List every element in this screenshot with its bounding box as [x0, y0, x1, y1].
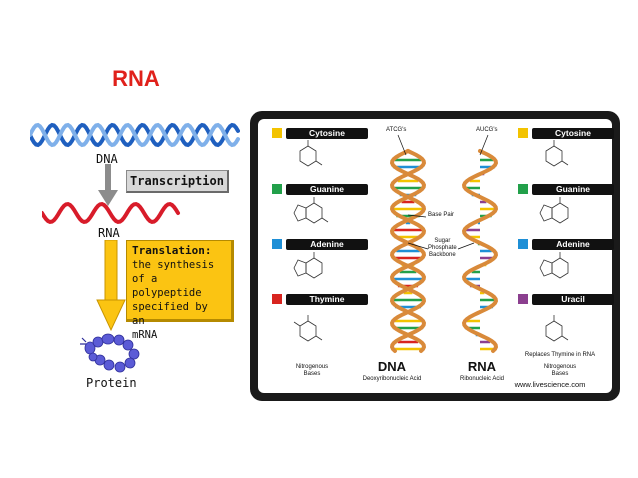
base-pair-label: Base Pair	[428, 212, 455, 218]
slide-title: RNA	[112, 66, 160, 91]
backbone-label: Sugar Phosphate Backbone	[428, 238, 457, 259]
translation-line-4: mRNA	[132, 329, 158, 341]
uracil-note: Replaces Thymine in RNA	[524, 352, 596, 358]
translation-line-2: of a polypeptide	[132, 273, 202, 299]
base-name: Adenine	[286, 239, 368, 250]
helix-strand	[461, 149, 499, 353]
base-name: Adenine	[532, 239, 614, 250]
caption-line-1: Nitrogenous	[295, 364, 329, 370]
guanine-swatch-icon	[272, 184, 282, 194]
caption-line-1: Nitrogenous	[543, 364, 577, 370]
helix-strand	[30, 122, 240, 148]
base-name: Cytosine	[286, 128, 368, 139]
cytosine-swatch-icon	[272, 128, 282, 138]
guanine-swatch-icon	[518, 184, 528, 194]
thymine-swatch-icon	[272, 294, 282, 304]
uracil-structure-icon	[545, 315, 569, 342]
dna-subtitle: Deoxyribonucleic Acid	[362, 376, 422, 382]
backbone-line-3: Backbone	[429, 252, 456, 258]
adenine-structure-icon	[539, 252, 569, 279]
caption-line-2: Bases	[551, 371, 569, 377]
backbone-line-2: Phosphate	[428, 245, 457, 251]
helix-strand	[389, 149, 427, 353]
base-name: Guanine	[286, 184, 368, 195]
dna-flow-label: DNA	[96, 152, 118, 166]
right-bases-caption: Nitrogenous Bases	[530, 364, 590, 378]
helix-strand	[389, 149, 427, 353]
protein-label: Protein	[86, 376, 137, 390]
rna-helix-illustration	[461, 149, 499, 353]
dna-helix-strands	[30, 122, 240, 148]
dna-rna-poster	[258, 119, 612, 393]
caption-line-2: Bases	[303, 371, 321, 377]
translation-line-3: specified by an	[132, 301, 208, 327]
cytosine-structure-icon	[299, 140, 323, 167]
rna-strand-ribbon	[42, 201, 180, 225]
guanine-structure-icon	[539, 197, 569, 224]
website-credit: www.livescience.com	[514, 380, 586, 389]
translation-title: Translation	[132, 244, 205, 257]
atcg-label: ATCG's	[386, 127, 407, 133]
callout-leader-lines	[397, 134, 489, 250]
rna-flow-label: RNA	[98, 226, 120, 240]
poster-artwork	[293, 134, 569, 353]
base-name: Thymine	[286, 294, 368, 305]
dna-title: DNA	[377, 359, 407, 374]
translation-callout: Translation: the synthesis of a polypept…	[126, 240, 234, 341]
uracil-swatch-icon	[518, 294, 528, 304]
aucg-label: AUCG's	[476, 127, 498, 133]
base-name: Cytosine	[532, 128, 614, 139]
transcription-arrow-icon	[98, 164, 118, 206]
left-bases-caption: Nitrogenous Bases	[282, 364, 342, 378]
transcription-label: Transcription	[126, 170, 229, 193]
thymine-structure-icon	[293, 315, 323, 342]
backbone-line-1: Sugar	[434, 238, 451, 244]
translation-arrow-icon	[96, 240, 126, 332]
rna-single-strand	[42, 201, 180, 225]
cytosine-swatch-icon	[518, 128, 528, 138]
rna-subtitle: Ribonucleic Acid	[459, 376, 505, 382]
translation-line-1: the synthesis	[132, 259, 215, 271]
adenine-structure-icon	[293, 252, 323, 279]
cytosine-structure-icon	[545, 140, 569, 167]
base-name: Uracil	[532, 294, 614, 305]
helix-strand	[42, 201, 180, 225]
dna-double-helix	[30, 122, 240, 148]
rna-title: RNA	[467, 359, 497, 374]
adenine-swatch-icon	[518, 239, 528, 249]
dna-helix-illustration	[389, 149, 427, 353]
base-name: Guanine	[532, 184, 614, 195]
guanine-structure-icon	[293, 197, 329, 224]
adenine-swatch-icon	[272, 239, 282, 249]
protein-chain-icon	[80, 333, 140, 373]
